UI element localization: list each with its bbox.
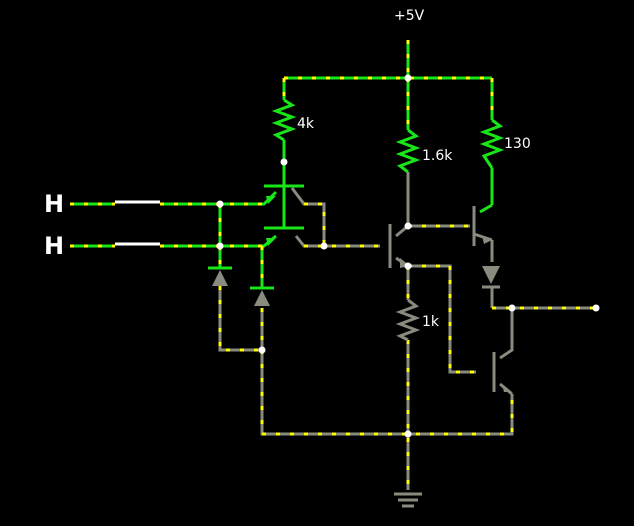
input-transistor-multi-emitter	[264, 184, 304, 246]
resistor-1k	[395, 298, 421, 342]
output-low-transistor	[492, 352, 512, 392]
supply-voltage-label: +5V	[394, 8, 425, 24]
resistor-130-label: 130	[504, 136, 531, 152]
resistor-1-6k-label: 1.6k	[422, 148, 453, 164]
resistor-130	[479, 118, 505, 169]
phase-splitter-transistor	[388, 224, 410, 268]
resistor-1-6k	[395, 128, 421, 174]
output-diode	[482, 266, 500, 289]
junction-nodes	[216, 74, 600, 438]
inactive-wires	[218, 172, 596, 490]
resistor-4k-label: 4k	[297, 116, 315, 132]
resistor-1k-label: 1k	[422, 314, 440, 330]
active-wires	[70, 40, 494, 288]
input-a-label[interactable]: H	[44, 190, 65, 218]
input-clamp-diode-1	[208, 266, 232, 286]
current-dots	[70, 40, 596, 490]
resistor-4k	[271, 98, 297, 142]
ground-symbol	[394, 492, 422, 508]
output-high-transistor	[472, 206, 493, 246]
input-b-label[interactable]: H	[44, 232, 65, 260]
input-clamp-diode-2	[250, 286, 274, 306]
